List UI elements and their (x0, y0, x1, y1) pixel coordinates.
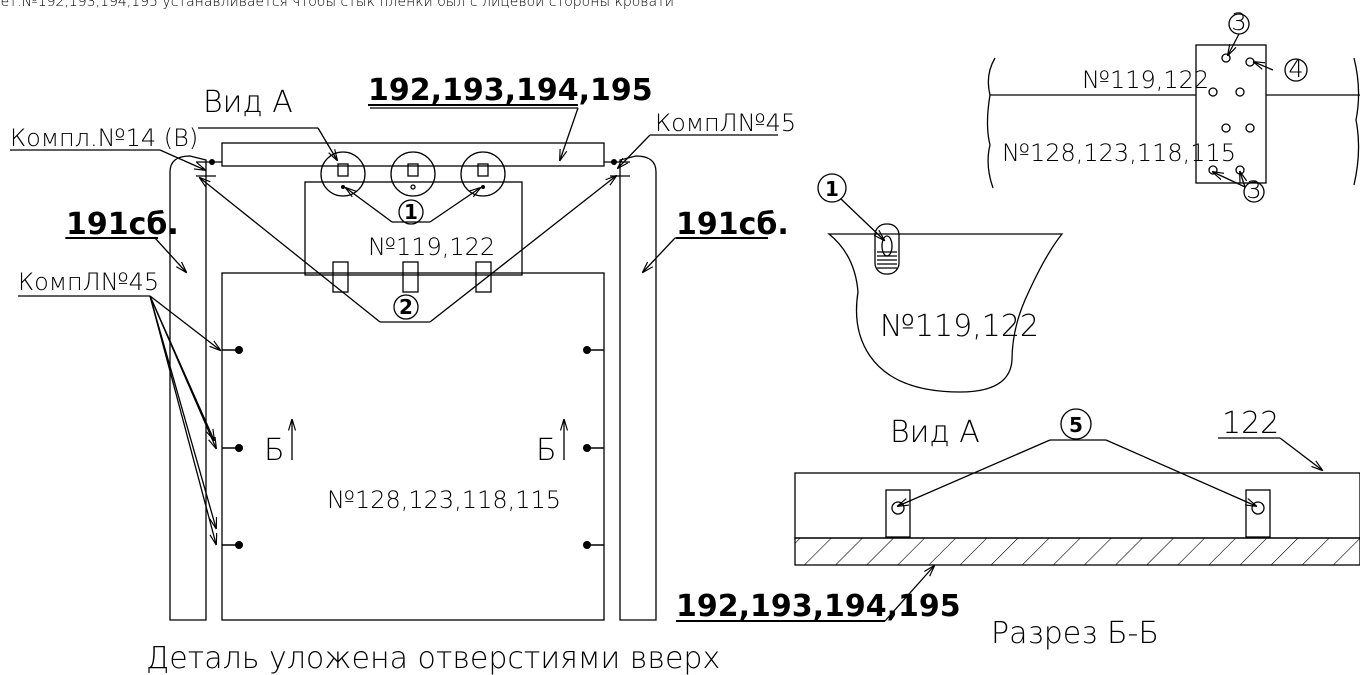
fitting-circle-2 (390, 151, 436, 197)
top-bar (221, 142, 605, 167)
top-right-view: №119,122 №128,123,118,115 3 4 3 (986, 8, 1360, 204)
main-panel (221, 272, 605, 621)
inner-panel (304, 181, 523, 276)
callout-2-number: 2 (399, 295, 413, 319)
callout-3-top: 3 (1231, 8, 1246, 36)
inner-part-label: №119,122 (368, 233, 495, 261)
parts-bottom-label: 192,193,194,195 (676, 589, 961, 624)
section-caption: Разрез Б-Б (991, 616, 1159, 651)
detail-outline (827, 233, 1064, 393)
callout-4: 4 (1288, 55, 1303, 83)
kompl-45-left-label: КомпЛ№45 (18, 268, 159, 296)
lower-part-label: №128,123,118,115 (1002, 139, 1236, 167)
slot-3 (475, 261, 492, 293)
upper-part-label: №119,122 (1082, 66, 1209, 94)
fitting-circle-1 (320, 151, 366, 197)
dowels-left (222, 346, 243, 549)
top-note: 3. Дет.№192,193,194,195 устанавливается … (0, 0, 674, 10)
section-body (794, 472, 1360, 539)
kompl-14-label: Компл.№14 (В) (10, 124, 198, 152)
callout-1-number: 1 (404, 200, 418, 224)
part-122-label: 122 (1222, 406, 1279, 441)
section-mark-left: Б (264, 433, 285, 468)
left-caption: Деталь уложена отверстиями вверх (146, 641, 720, 675)
section-hatch (794, 537, 1360, 566)
detail-part-label: №119,122 (880, 309, 1039, 344)
side-right-label: 191сб. (676, 207, 789, 242)
callout-3-bottom: 3 (1246, 176, 1261, 204)
detail-view-a: 1 №119,122 Вид А (817, 173, 1064, 450)
vid-a-label: Вид А (203, 85, 293, 120)
callout-2-circle (393, 294, 419, 320)
dowels-right (583, 346, 604, 549)
detail-caption: Вид А (890, 415, 980, 450)
section-mark-right: Б (536, 433, 557, 468)
fitting-circle-3 (460, 151, 506, 197)
left-assembly-view: Вид А 192,193,194,195 Компл.№14 (В) Комп… (10, 73, 796, 675)
slot-2 (402, 261, 419, 293)
kompl-45-right-label: КомпЛ№45 (655, 109, 796, 137)
section-view: 5 122 192,193,194,195 Разрез Б-Б (676, 406, 1360, 651)
detail-callout-1: 1 (825, 177, 839, 201)
slot-1 (332, 261, 349, 293)
parts-top-label: 192,193,194,195 (368, 73, 653, 108)
side-panel-right (619, 155, 657, 621)
bracket-right (1245, 489, 1271, 538)
section-callout-5: 5 (1069, 413, 1083, 437)
callout-1-circle (398, 199, 424, 225)
side-left-label: 191сб. (66, 207, 179, 242)
main-part-label: №128,123,118,115 (327, 486, 561, 514)
bracket-left (885, 489, 911, 538)
